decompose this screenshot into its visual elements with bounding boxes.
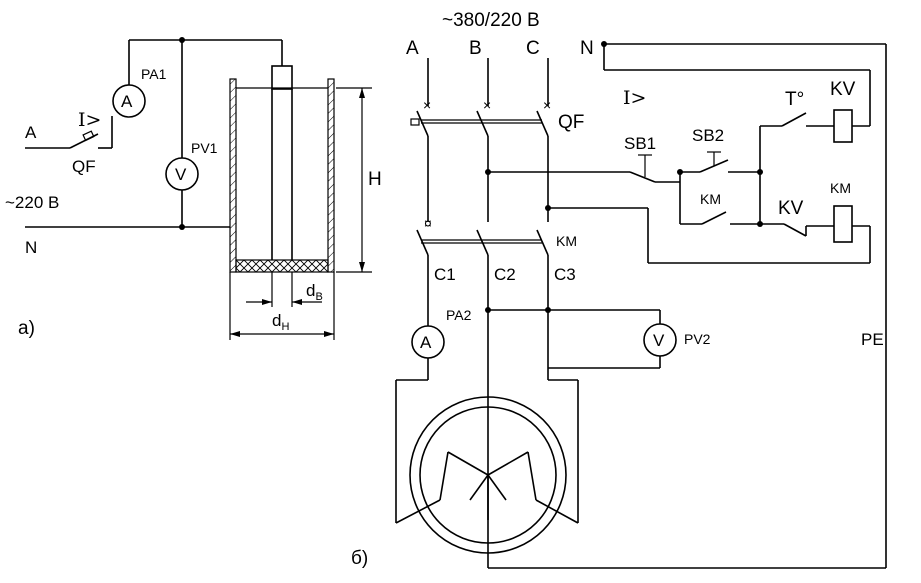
phase-bus: ¤	[424, 136, 549, 231]
motor-feed	[427, 255, 549, 568]
ammeter-symbol: A	[420, 333, 432, 352]
svg-text:¤: ¤	[424, 215, 432, 231]
voltmeter-pv1: V	[165, 157, 199, 191]
svg-text:×: ×	[543, 97, 551, 113]
phase-inputs: × × ×	[423, 58, 551, 113]
phase-a-label: A	[406, 38, 419, 59]
caption-b: б)	[351, 548, 368, 569]
neutral-label: N	[25, 238, 37, 257]
km-main-label: KM	[556, 233, 577, 249]
sb2-label: SB2	[692, 126, 724, 145]
motor	[395, 396, 579, 554]
vessel	[229, 78, 335, 273]
supply-label: ~220 В	[5, 193, 59, 212]
height-label: H	[368, 169, 382, 190]
control-wiring	[488, 43, 887, 569]
supply-label: ~380/220 В	[442, 10, 540, 31]
inner-diameter-label: dВ	[306, 281, 323, 303]
ammeter-symbol: A	[121, 92, 133, 111]
ammeter-pa1: A	[112, 84, 146, 118]
contactor-km-hold	[679, 172, 761, 225]
breaker-label: QF	[72, 157, 96, 176]
ammeter-label: PA1	[141, 66, 167, 82]
svg-text:×: ×	[423, 97, 431, 113]
neutral-label: N	[580, 38, 594, 59]
c1-label: C1	[434, 265, 456, 284]
kv-coil-label: KV	[830, 79, 856, 100]
height-dimension	[336, 87, 372, 273]
phase-c-label: C	[526, 38, 540, 59]
relay-kv-coil	[833, 109, 853, 143]
phase-a-label: A	[25, 123, 37, 142]
outer-diameter-dimension	[229, 272, 335, 340]
pe-label: PE	[861, 330, 884, 349]
temp-symbol: T°	[785, 89, 804, 110]
thermal-contact	[759, 112, 834, 172]
relay-kv-contact	[760, 223, 834, 237]
breaker-qf-label: QF	[558, 112, 584, 133]
phase-b-label: B	[469, 38, 482, 59]
ammeter-pa2: A	[411, 325, 445, 359]
button-sb1	[629, 154, 680, 183]
diagram-b: ~380/220 В A B C N × × × QF ¤	[351, 10, 887, 569]
c3-label: C3	[554, 265, 576, 284]
kv-contact-label: KV	[778, 198, 804, 219]
voltmeter-pv2: V	[643, 323, 677, 357]
contactor-km-coil	[833, 205, 853, 243]
diagram-a: A QF I> A PA1 V PV1 ~220 В N	[5, 37, 382, 340]
overcurrent-symbol: I>	[78, 109, 101, 131]
button-sb2	[680, 151, 760, 173]
km-coil-label: KM	[830, 180, 851, 196]
voltmeter-label: PV1	[191, 140, 218, 156]
c2-label: C2	[494, 265, 516, 284]
svg-text:×: ×	[483, 97, 491, 113]
voltmeter-symbol: V	[175, 165, 187, 184]
outer-diameter-label: dН	[272, 311, 289, 333]
contactor-km-main	[416, 229, 549, 256]
sb1-label: SB1	[624, 134, 656, 153]
voltmeter-pv2-wiring	[488, 309, 661, 369]
phase-a-line	[25, 116, 113, 149]
inner-diameter-dimension	[246, 272, 322, 307]
caption-a: а)	[18, 318, 35, 339]
pa2-label: PA2	[446, 307, 472, 323]
inner-electrode	[271, 65, 293, 260]
pv2-label: PV2	[684, 331, 711, 347]
km-hold-label: KM	[700, 191, 721, 207]
voltmeter-symbol: V	[653, 331, 665, 350]
overcurrent-symbol: I>	[623, 87, 646, 109]
junction-dot	[601, 41, 607, 47]
breaker-qf	[410, 110, 549, 137]
